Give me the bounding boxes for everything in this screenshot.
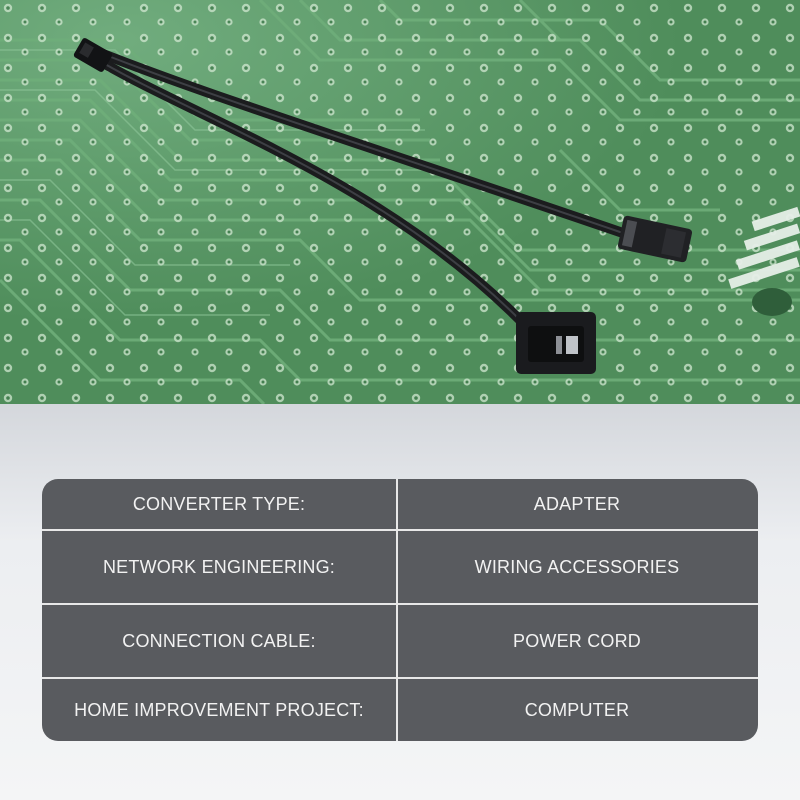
- table-row: HOME IMPROVEMENT PROJECT: COMPUTER: [42, 679, 758, 741]
- spec-key: CONVERTER TYPE:: [132, 493, 306, 514]
- product-photo: [0, 0, 800, 404]
- spec-key: CONNECTION CABLE:: [122, 630, 316, 651]
- table-row: NETWORK ENGINEERING: WIRING ACCESSORIES: [42, 531, 758, 603]
- pcb-cable-photo-icon: [0, 0, 800, 404]
- table-row: CONNECTION CABLE: POWER CORD: [42, 605, 758, 677]
- row-divider: [42, 603, 758, 605]
- spec-value: POWER CORD: [513, 630, 641, 651]
- row-divider: [42, 677, 758, 679]
- spec-value: ADAPTER: [533, 493, 621, 514]
- spec-table: CONVERTER TYPE: ADAPTER NETWORK ENGINEER…: [42, 479, 758, 741]
- spec-key: NETWORK ENGINEERING:: [102, 556, 335, 577]
- table-row: CONVERTER TYPE: ADAPTER: [42, 479, 758, 529]
- column-divider: [396, 479, 398, 741]
- spec-value: COMPUTER: [524, 699, 630, 720]
- spec-key: HOME IMPROVEMENT PROJECT:: [74, 699, 364, 720]
- spec-value: WIRING ACCESSORIES: [474, 556, 680, 577]
- row-divider: [42, 529, 758, 531]
